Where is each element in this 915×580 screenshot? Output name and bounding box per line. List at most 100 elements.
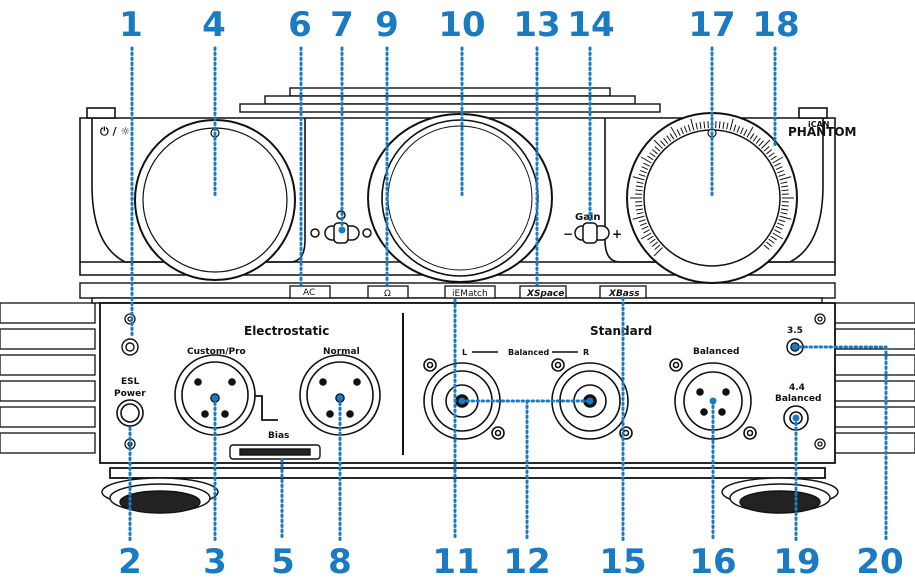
- jack-4-4-label: 4.4: [789, 383, 805, 393]
- callout-leaders: [128, 46, 888, 542]
- knob-tick: [669, 133, 675, 140]
- custom-pro-label: Custom/Pro: [187, 347, 246, 357]
- esl-label: ESL: [121, 377, 140, 387]
- knob-tick: [683, 125, 688, 133]
- knob-tick: [666, 135, 672, 142]
- knob-tick: [676, 129, 681, 136]
- callout-13: 13: [513, 5, 560, 45]
- callout-16: 16: [689, 542, 736, 580]
- panel-screws: [124, 313, 826, 450]
- brand-name: PHANTOM: [788, 125, 857, 139]
- knob-tick: [687, 124, 691, 132]
- knob-tick: [780, 212, 788, 215]
- knob-tick: [695, 122, 698, 130]
- knob-tick: [778, 173, 786, 177]
- knob-tick: [775, 166, 783, 170]
- knob-tick: [640, 156, 652, 164]
- iematch-button-label: iEMatch: [452, 289, 488, 299]
- headphone-button: [367, 285, 409, 299]
- bias-bracket: [255, 395, 278, 421]
- knob-tick: [641, 166, 649, 170]
- callout-15: 15: [599, 542, 646, 580]
- knob-tick: [743, 129, 748, 136]
- knob-tick: [763, 244, 770, 250]
- knob-tick: [770, 155, 777, 161]
- knob-tick: [774, 229, 781, 234]
- knob-tick: [651, 241, 658, 247]
- left-knob: [134, 119, 296, 281]
- knob-tick: [651, 149, 658, 155]
- callout-4: 4: [202, 5, 226, 45]
- front-buttons: [289, 285, 647, 299]
- knob-tick: [781, 208, 789, 211]
- callout-10: 10: [438, 5, 485, 45]
- knob-tick: [640, 232, 652, 240]
- knob-tick: [647, 155, 654, 161]
- knob-tick: [635, 208, 643, 211]
- knob-tick: [647, 235, 654, 241]
- iematch-button: [444, 285, 496, 299]
- callout-11: 11: [432, 542, 479, 580]
- jack-4-4-balanced-label: Balanced: [775, 394, 821, 404]
- knob-tick: [780, 181, 788, 184]
- knob-tick: [654, 244, 661, 250]
- knob-tick: [660, 140, 666, 147]
- xspace-button: [519, 285, 567, 299]
- power-label: Power: [114, 389, 146, 399]
- knob-tick: [781, 189, 789, 192]
- knob-tick: [643, 229, 650, 234]
- knob-tick: [643, 162, 650, 167]
- knob-tick: [653, 247, 663, 257]
- knob-tick: [638, 219, 646, 223]
- knob-tick: [632, 176, 645, 181]
- top-plates: [239, 87, 661, 113]
- normal-label: Normal: [323, 347, 360, 357]
- xspace-button-label: XSpace: [526, 289, 564, 299]
- knob-tick: [779, 215, 792, 220]
- electrostatic-label: Electrostatic: [244, 324, 329, 338]
- esl-led: [121, 338, 139, 356]
- knob-tick: [777, 169, 785, 174]
- knob-tick: [736, 125, 741, 133]
- callout-19: 19: [773, 542, 820, 580]
- knob-tick: [722, 121, 725, 129]
- knob-tick: [775, 226, 783, 230]
- knob-tick: [781, 185, 789, 188]
- knob-tick: [641, 226, 649, 230]
- knob-tick: [752, 135, 758, 142]
- knob-tick: [761, 139, 771, 149]
- knob-tick: [653, 139, 663, 149]
- gain-label: Gain: [575, 212, 601, 223]
- knob-tick: [635, 204, 643, 207]
- callout-1: 1: [119, 5, 143, 45]
- bias-slider: [229, 444, 321, 460]
- knob-tick: [772, 232, 784, 240]
- standard-label: Standard: [590, 324, 652, 338]
- callout-5: 5: [271, 542, 295, 580]
- knob-tick: [639, 222, 647, 227]
- callout-6: 6: [288, 5, 312, 45]
- knob-tick: [680, 127, 684, 135]
- knob-tick: [636, 212, 644, 215]
- callout-numbers-bottom: 2 3 5 8 11 12 15 16 19 20: [118, 542, 904, 580]
- ac-button: [289, 285, 331, 299]
- knob-tick: [740, 127, 744, 135]
- knob-tick: [718, 121, 721, 129]
- callout-3: 3: [203, 542, 227, 580]
- knob-tick: [649, 238, 656, 244]
- knob-tick: [663, 137, 669, 144]
- jack-3-5-label: 3.5: [787, 326, 803, 336]
- knob-tick: [639, 169, 647, 174]
- knob-tick: [749, 133, 755, 140]
- knob-tick: [763, 146, 770, 152]
- knob-tick: [670, 126, 678, 138]
- knob-tick: [703, 121, 706, 129]
- knob-tick: [755, 137, 761, 144]
- callout-14: 14: [567, 5, 614, 45]
- knob-tick: [729, 118, 734, 131]
- gain-minus: −: [563, 227, 573, 241]
- knob-tick: [766, 241, 773, 247]
- knob-tick: [772, 156, 784, 164]
- bal-l-label: L: [462, 348, 467, 357]
- knob-tick: [746, 126, 754, 138]
